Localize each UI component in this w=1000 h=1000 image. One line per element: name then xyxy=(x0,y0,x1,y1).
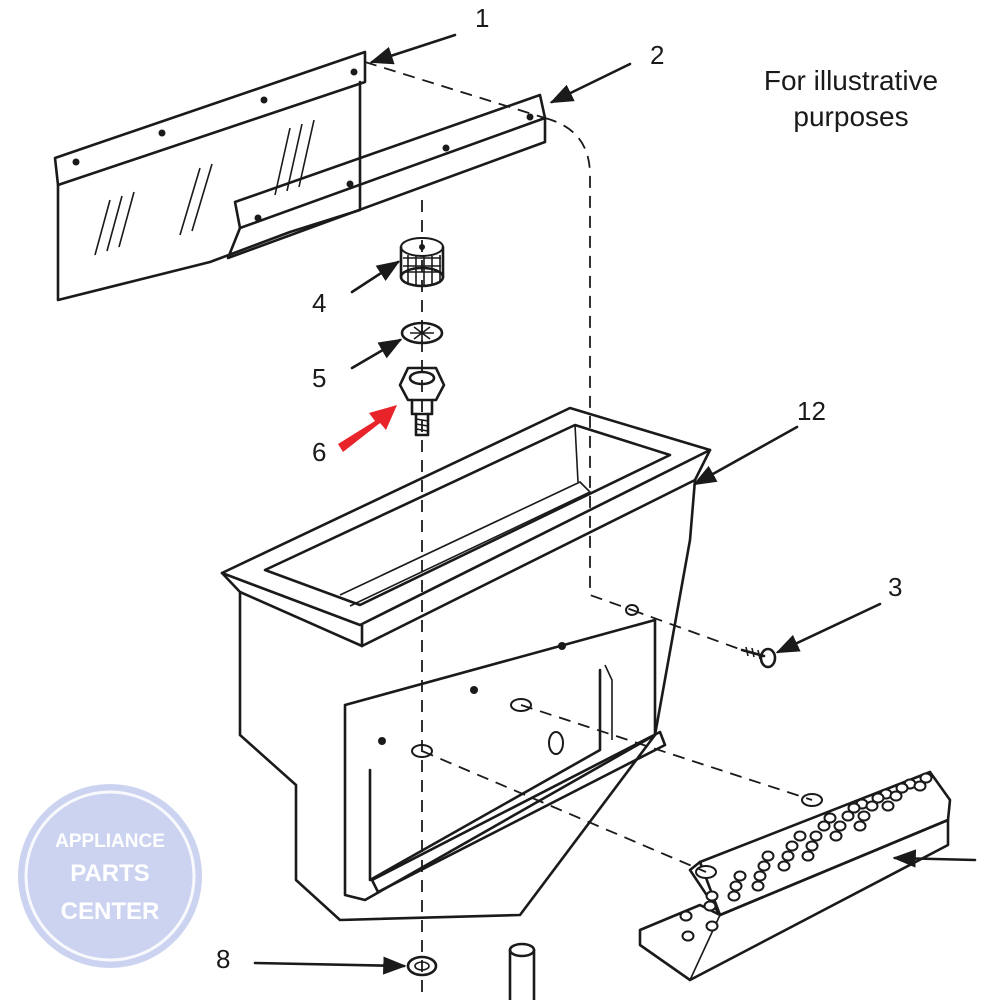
perforation-hole xyxy=(853,820,867,832)
perforation-hole xyxy=(805,840,819,852)
callout-3: 3 xyxy=(888,572,902,602)
perforation-hole xyxy=(753,870,767,882)
perforation-hole xyxy=(889,790,903,802)
perforation-hole xyxy=(705,920,719,932)
perforation-hole xyxy=(895,782,909,794)
perforation-hole xyxy=(801,850,815,862)
part-3-screw xyxy=(740,646,777,669)
illustrative-note-line-2: purposes xyxy=(793,101,908,132)
leader-lines xyxy=(253,33,977,975)
perforation-hole xyxy=(785,840,799,852)
perforation-hole xyxy=(847,802,861,814)
perforation-hole xyxy=(809,830,823,842)
perforation-hole xyxy=(679,910,693,922)
callout-2: 2 xyxy=(650,40,664,70)
perforation-hole xyxy=(727,890,741,902)
perforation-hole xyxy=(865,800,879,812)
perforation-hole xyxy=(829,830,843,842)
perforation-hole xyxy=(793,830,807,842)
perforation-hole xyxy=(757,860,771,872)
part-2-bracket xyxy=(226,93,547,260)
part-4-cap xyxy=(399,237,445,288)
alignment-lines xyxy=(364,61,813,1000)
perforated-tray xyxy=(638,770,952,982)
callout-1: 1 xyxy=(475,3,489,33)
callout-12: 12 xyxy=(797,396,826,426)
callout-6: 6 xyxy=(312,437,326,467)
perforation-hole xyxy=(841,810,855,822)
watermark-line-1: APPLIANCE xyxy=(55,831,165,852)
part-12-housing xyxy=(220,406,712,922)
perforation-hole xyxy=(823,812,837,824)
perforation-hole xyxy=(761,850,775,862)
perforation-hole xyxy=(857,810,871,822)
callout-4: 4 xyxy=(312,288,326,318)
perforation-hole xyxy=(733,870,747,882)
part-1-curtain xyxy=(53,50,367,302)
perforation-hole xyxy=(777,860,791,872)
drain-tube xyxy=(508,942,536,1000)
appliance-parts-center-watermark: APPLIANCE PARTS CENTER xyxy=(18,784,202,968)
perforation-hole xyxy=(781,850,795,862)
callout-5: 5 xyxy=(312,363,326,393)
perforation-hole xyxy=(681,930,695,942)
perforation-hole xyxy=(729,880,743,892)
perforation-hole xyxy=(817,820,831,832)
watermark-line-3: CENTER xyxy=(61,898,160,925)
perforation-hole xyxy=(919,772,933,784)
perforation-hole xyxy=(751,880,765,892)
perforation-hole xyxy=(881,800,895,812)
perforation-hole xyxy=(871,792,885,804)
perforation-hole xyxy=(913,780,927,792)
highlight-arrow xyxy=(338,405,397,452)
perforation-hole xyxy=(833,820,847,832)
perforation-hole xyxy=(705,890,719,902)
watermark-line-2: PARTS xyxy=(70,860,150,887)
perforation-hole xyxy=(703,900,717,912)
illustrative-note-line-1: For illustrative xyxy=(764,65,938,96)
callout-8: 8 xyxy=(216,944,230,974)
